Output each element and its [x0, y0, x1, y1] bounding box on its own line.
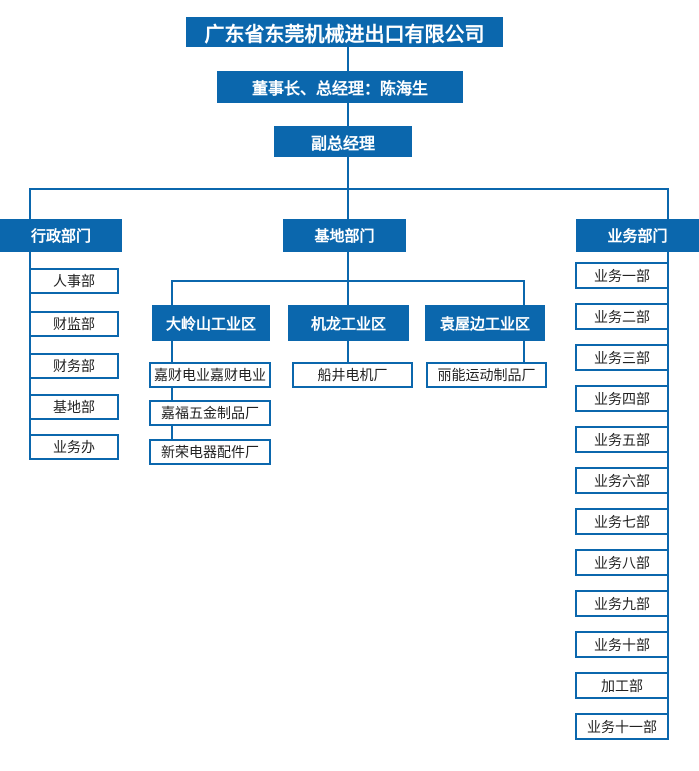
connector-line [347, 341, 349, 362]
factory-node: 嘉财电业嘉财电业 [149, 362, 271, 388]
connector-line [171, 280, 173, 305]
chairman-node: 董事长、总经理：陈海生 [217, 71, 463, 103]
admin-dept-node: 行政部门 [0, 219, 122, 252]
connector-line [347, 280, 349, 305]
connector-line [347, 103, 349, 126]
vice-gm-node: 副总经理 [274, 126, 412, 157]
connector-line [347, 252, 349, 280]
business-child-node: 业务四部 [575, 385, 669, 412]
admin-child-node: 业务办 [29, 434, 119, 460]
business-dept-node: 业务部门 [576, 219, 699, 252]
company-root-node: 广东省东莞机械进出口有限公司 [186, 17, 503, 47]
admin-child-node: 财监部 [29, 311, 119, 337]
business-child-node: 业务十一部 [575, 713, 669, 740]
business-child-node: 业务六部 [575, 467, 669, 494]
business-child-node: 业务二部 [575, 303, 669, 330]
admin-child-node: 基地部 [29, 394, 119, 420]
zone-node-jilong: 机龙工业区 [288, 305, 409, 341]
business-child-node: 业务十部 [575, 631, 669, 658]
factory-node: 嘉福五金制品厂 [149, 400, 271, 426]
business-child-node: 业务八部 [575, 549, 669, 576]
factory-node: 丽能运动制品厂 [426, 362, 547, 388]
connector-line [523, 280, 525, 305]
connector-line [29, 188, 669, 190]
factory-node: 船井电机厂 [292, 362, 413, 388]
business-child-node: 业务五部 [575, 426, 669, 453]
connector-line [347, 157, 349, 188]
connector-line [347, 188, 349, 219]
business-child-node: 业务七部 [575, 508, 669, 535]
factory-node: 新荣电器配件厂 [149, 439, 271, 465]
admin-child-node: 财务部 [29, 353, 119, 379]
zone-node-dalingshan: 大岭山工业区 [152, 305, 270, 341]
business-child-node: 业务三部 [575, 344, 669, 371]
business-child-node: 业务一部 [575, 262, 669, 289]
business-child-node: 加工部 [575, 672, 669, 699]
connector-line [523, 341, 525, 362]
connector-line [347, 47, 349, 71]
base-dept-node: 基地部门 [283, 219, 406, 252]
business-child-node: 业务九部 [575, 590, 669, 617]
connector-line [171, 341, 173, 439]
admin-child-node: 人事部 [29, 268, 119, 294]
zone-node-yuanwubian: 袁屋边工业区 [425, 305, 545, 341]
